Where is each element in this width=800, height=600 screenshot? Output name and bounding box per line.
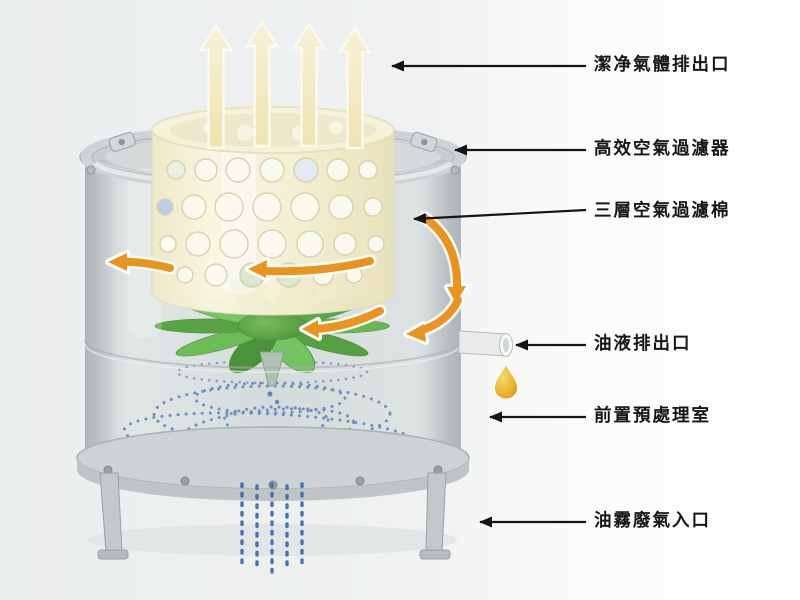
oil-droplet <box>495 366 517 399</box>
rim-bolt-left <box>108 131 136 152</box>
label-clean-gas-outlet: 潔净氣體排出口 <box>594 55 731 75</box>
airflow-arrows <box>105 211 469 345</box>
inlet-flow <box>240 482 304 574</box>
leader-arrow-filter-cotton <box>413 208 587 224</box>
label-three-layer-filter-cotton: 三層空氣過濾棉 <box>594 201 731 221</box>
label-oil-drain-outlet: 油液排出口 <box>594 334 692 354</box>
label-hepa-air-filter: 高效空氣過濾器 <box>594 139 731 159</box>
drum-holes <box>156 157 385 288</box>
oil-drain-spout <box>458 330 513 357</box>
impeller-cone <box>259 351 285 387</box>
legs <box>97 472 451 560</box>
label-pre-treatment-chamber: 前置預處理室 <box>594 406 711 426</box>
label-oil-mist-inlet: 油霧廢氣入口 <box>594 511 711 531</box>
base-flange <box>76 426 470 501</box>
rim-bolt-right <box>410 131 438 152</box>
clean-air-arrows <box>198 19 373 150</box>
